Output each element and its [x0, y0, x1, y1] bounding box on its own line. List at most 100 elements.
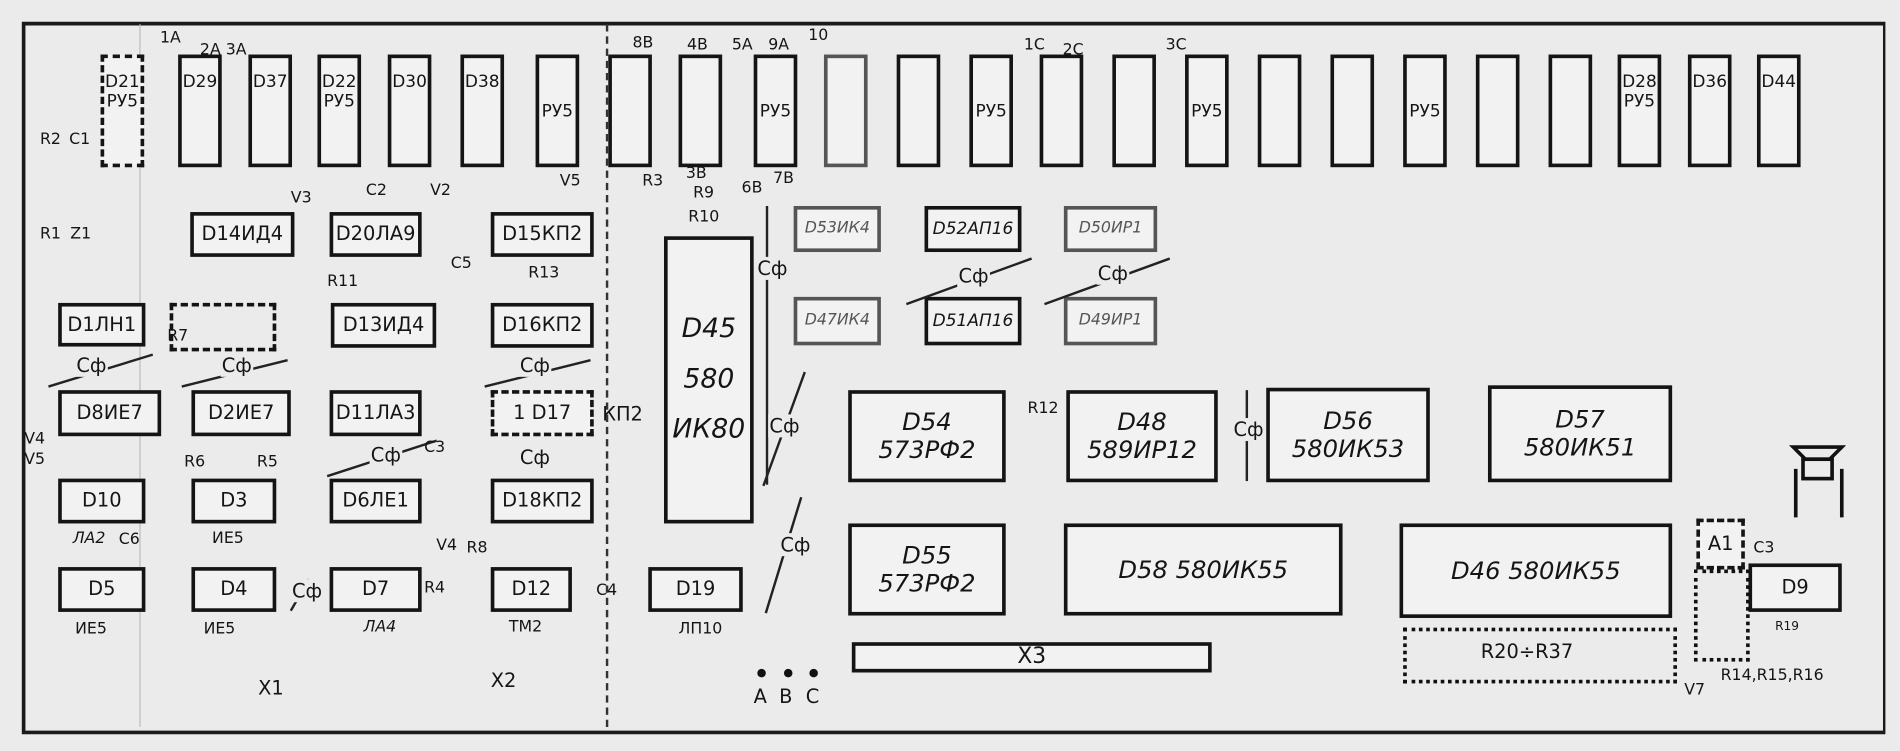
- chip-memory: [1548, 54, 1593, 168]
- chip-label: D12: [511, 577, 552, 601]
- chip-d47: D47ИК4: [793, 296, 881, 346]
- chip-memory: [1257, 54, 1302, 168]
- chip-d17: 1 D17: [490, 390, 594, 437]
- chip-type: 573РФ2: [878, 435, 976, 465]
- chip-label: D58 580ИК55: [1118, 554, 1289, 584]
- chip-type-label: ЛА2: [72, 529, 106, 548]
- chip-label: D9: [1781, 575, 1809, 599]
- chip-memory: [608, 54, 652, 168]
- chip-d53: D53ИК4: [793, 205, 881, 253]
- chip-label: D16КП2: [502, 312, 583, 337]
- chip-type-label: ЛА4: [363, 617, 397, 637]
- pin-label: 5A: [731, 36, 753, 55]
- chip-name: D22: [321, 72, 357, 93]
- chip-label: A1: [1707, 531, 1734, 555]
- pin-label: 3B: [685, 164, 707, 183]
- resistor-array-label: R20÷R37: [1480, 639, 1574, 663]
- chip-ru5: РУ5: [1403, 54, 1447, 168]
- chip-d18: D18КП2: [490, 478, 594, 524]
- resistor-label: R9: [693, 184, 715, 203]
- chip-type: 589ИР12: [1087, 435, 1197, 465]
- chip-type: РУ5: [106, 92, 139, 112]
- resistor-label: R12: [1027, 399, 1059, 419]
- chip-label: 1 D17: [513, 400, 572, 424]
- chip-label: D3: [220, 488, 248, 512]
- chip-memory: [678, 54, 723, 168]
- chip-series: 580: [683, 364, 735, 395]
- chip-name: D28: [1622, 72, 1657, 93]
- diode-label: V5: [24, 450, 46, 469]
- resistor-label: R10: [688, 208, 720, 227]
- chip-label: D6ЛЕ1: [342, 488, 409, 512]
- chip-d1: D1ЛН1: [58, 302, 146, 347]
- chip-label: D5: [88, 577, 116, 601]
- chip-type-label: ИЕ5: [212, 529, 244, 548]
- chip-label: D2ИЕ7: [207, 400, 275, 424]
- chip-label: D50ИР1: [1078, 218, 1143, 237]
- terminal-c-label: C: [805, 684, 820, 708]
- chip-d7: D7: [329, 567, 422, 612]
- pin-label: 7B: [773, 169, 794, 188]
- chip-a1: A1: [1696, 518, 1745, 570]
- capacitor-label: C5: [450, 254, 472, 273]
- chip-d30: D30: [387, 54, 432, 168]
- chip-d5: D5: [58, 567, 146, 612]
- chip-type: 573РФ2: [878, 568, 976, 598]
- filter-capacitor-label: Cф: [75, 353, 108, 377]
- pin-label: 10: [808, 26, 829, 45]
- chip-d51: D51АП16: [924, 296, 1022, 346]
- board-outline: [21, 21, 1886, 735]
- chip-ru5: РУ5: [1185, 54, 1229, 168]
- pin-label: 8B: [632, 33, 654, 53]
- capacitor-label: C2: [365, 181, 387, 200]
- chip-type: РУ5: [323, 92, 355, 112]
- chip-ru5: РУ5: [535, 54, 580, 168]
- resistor-array-outline: [1403, 627, 1677, 684]
- chip-label: D14ИД4: [201, 222, 284, 246]
- diode-label: V5: [559, 172, 581, 191]
- chip-name: D21: [105, 72, 140, 93]
- chip-d44: D44: [1756, 54, 1801, 168]
- chip-d11: D11ЛА3: [329, 390, 422, 437]
- chip-type: РУ5: [541, 101, 574, 122]
- chip-d16: D16КП2: [490, 302, 594, 348]
- fold-line: [605, 24, 609, 728]
- chip-type: РУ5: [759, 101, 792, 122]
- chip-name: D45: [681, 313, 737, 344]
- chip-type: РУ5: [1409, 101, 1441, 122]
- capacitor-label: C1: [69, 130, 91, 150]
- capacitor-label: C6: [118, 530, 140, 549]
- trace: [765, 205, 769, 485]
- pin-label: 6B: [741, 179, 763, 198]
- chip-name: D56: [1323, 405, 1373, 436]
- chip-label: D46 580ИК55: [1451, 555, 1621, 585]
- chip-type: РУ5: [1191, 101, 1223, 122]
- chip-label: D15КП2: [502, 222, 583, 246]
- filter-capacitor-label: Cф: [779, 533, 812, 557]
- resistor-label: R13: [528, 264, 560, 283]
- chip-type: РУ5: [1623, 92, 1656, 112]
- chip-label: X3: [1017, 643, 1047, 670]
- filter-capacitor-label: Cф: [290, 579, 324, 603]
- diode-label: V2: [430, 181, 451, 200]
- resistor-label: R3: [642, 172, 664, 191]
- chip-ru5: РУ5: [969, 54, 1013, 168]
- chip-memory: [1475, 54, 1520, 168]
- resistor-label: R19: [1775, 620, 1799, 634]
- pin-label: 9A: [768, 36, 790, 55]
- chip-label: D4: [220, 577, 248, 601]
- chip-d20: D20ЛА9: [329, 212, 422, 257]
- terminal-c-pad: [809, 668, 818, 678]
- resistor-label: R2: [39, 130, 61, 150]
- chip-label: D8ИЕ7: [76, 400, 143, 424]
- connector-x2-label: X2: [490, 668, 517, 692]
- resistor-group-outline: [1693, 569, 1750, 662]
- chip-d12: D12: [490, 567, 572, 612]
- pin-label: 1A: [159, 29, 181, 48]
- chip-label: D47ИК4: [804, 310, 870, 330]
- chip-label: D18КП2: [502, 488, 583, 512]
